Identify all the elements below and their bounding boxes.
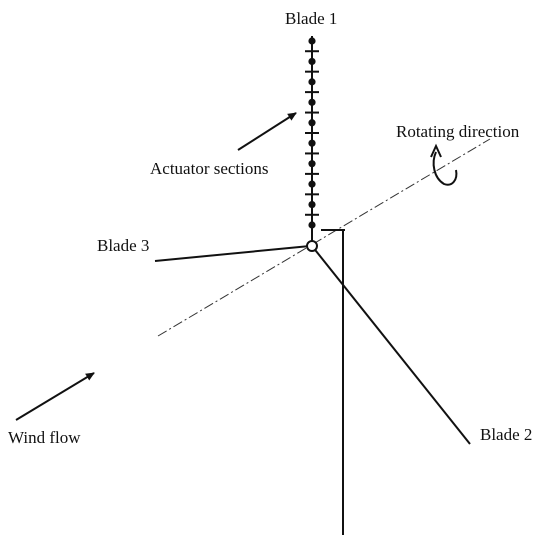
section-dot — [308, 119, 316, 127]
section-dot — [308, 57, 316, 66]
blade-2-label: Blade 2 — [480, 425, 533, 444]
section-dot — [308, 139, 316, 147]
blade-1-label: Blade 1 — [285, 9, 338, 28]
actuator-pointer-arrow-icon — [237, 112, 297, 151]
rotation-axis — [157, 138, 491, 337]
section-dot — [308, 37, 316, 45]
rotating-direction-label: Rotating direction — [396, 122, 520, 141]
section-dot — [308, 200, 316, 209]
actuator-sections-label: Actuator sections — [150, 159, 269, 178]
section-dot — [308, 180, 316, 188]
section-dot — [308, 221, 316, 229]
hub — [306, 240, 318, 252]
actuator-section-markers — [305, 37, 319, 229]
section-dot — [308, 160, 316, 168]
blade-2-line — [311, 245, 471, 445]
section-dot — [308, 98, 316, 106]
blade-3-label: Blade 3 — [97, 236, 150, 255]
wind-flow-label: Wind flow — [8, 428, 81, 447]
blade-3-line — [154, 245, 311, 262]
section-dot — [308, 78, 316, 86]
curved-rotation-arrow-icon — [430, 143, 458, 186]
wind-flow-arrow-icon — [15, 372, 95, 421]
